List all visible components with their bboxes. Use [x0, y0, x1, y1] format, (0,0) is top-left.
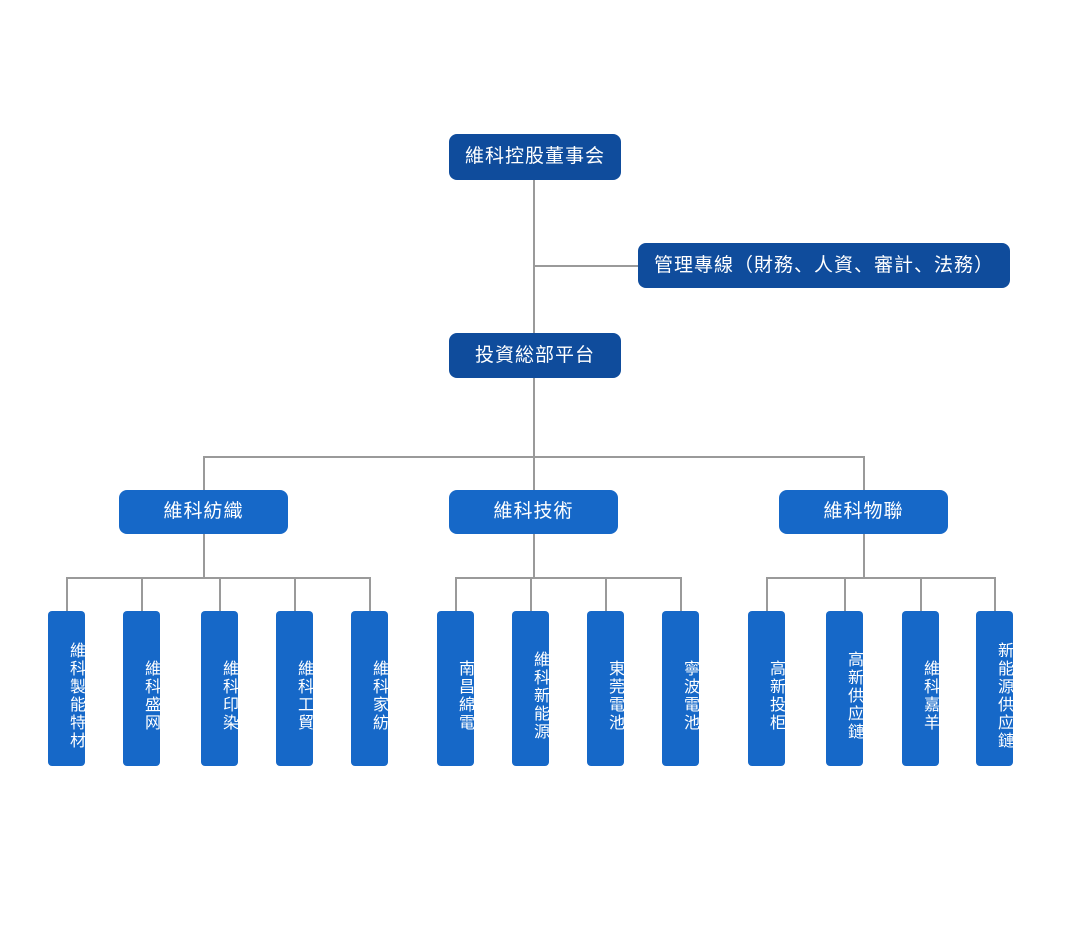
connector-group1-bus	[66, 577, 370, 579]
node-management-line[interactable]: 管理專線（財務、人資、審計、法務）	[638, 243, 1010, 288]
node-division-iot[interactable]: 維科物聯	[779, 490, 948, 534]
node-leaf-weike-jiayang[interactable]: 維科嘉羊	[902, 611, 939, 766]
node-leaf-weike-gongmao[interactable]: 維科工貿	[276, 611, 313, 766]
connector-group2-bus	[455, 577, 681, 579]
connector-group3-bus	[766, 577, 994, 579]
connector-group2-leaf-1	[455, 577, 457, 611]
node-leaf-gaoxin-gongyinglian[interactable]: 高新供应鏈	[826, 611, 863, 766]
node-leaf-weike-xinnengyuan[interactable]: 維科新能源	[512, 611, 549, 766]
connector-group2-leaf-2	[530, 577, 532, 611]
connector-group3-leaf-3	[920, 577, 922, 611]
connector-group1-leaf-4	[294, 577, 296, 611]
connector-group3-leaf-2	[844, 577, 846, 611]
connector-platform-to-management-line	[533, 265, 640, 267]
connector-group3-leaf-4	[994, 577, 996, 611]
connector-division-drop-1	[203, 456, 205, 490]
connector-group3-leaf-1	[766, 577, 768, 611]
connector-group2-leaf-4	[680, 577, 682, 611]
node-leaf-dongguan-dianchi[interactable]: 東莞電池	[587, 611, 624, 766]
connector-platform-drop	[533, 378, 535, 457]
connector-group3-drop	[863, 534, 865, 578]
connector-group1-leaf-2	[141, 577, 143, 611]
connector-group1-leaf-1	[66, 577, 68, 611]
node-platform[interactable]: 投資総部平台	[449, 333, 621, 378]
connector-group2-leaf-3	[605, 577, 607, 611]
node-leaf-weike-jiafang[interactable]: 維科家紡	[351, 611, 388, 766]
connector-division-drop-3	[863, 456, 865, 490]
connector-group1-drop	[203, 534, 205, 578]
node-leaf-gaoxin-tougui[interactable]: 高新投柜	[748, 611, 785, 766]
connector-division-drop-2	[533, 456, 535, 490]
connector-group1-leaf-3	[219, 577, 221, 611]
node-leaf-weike-zhineng-techai[interactable]: 維科製能特材	[48, 611, 85, 766]
connector-board-to-platform	[533, 180, 535, 334]
node-board[interactable]: 維科控股董事会	[449, 134, 621, 180]
connector-group2-drop	[533, 534, 535, 578]
node-division-textile[interactable]: 維科紡織	[119, 490, 288, 534]
node-leaf-nanchang-miandian[interactable]: 南昌綿電	[437, 611, 474, 766]
connector-group1-leaf-5	[369, 577, 371, 611]
node-leaf-weike-shengwang[interactable]: 維科盛网	[123, 611, 160, 766]
node-leaf-xinnengyuan-gongyinglian[interactable]: 新能源供应鏈	[976, 611, 1013, 766]
node-leaf-ningbo-dianchi[interactable]: 寧波電池	[662, 611, 699, 766]
node-division-technology[interactable]: 維科技術	[449, 490, 618, 534]
node-leaf-weike-yinran[interactable]: 維科印染	[201, 611, 238, 766]
